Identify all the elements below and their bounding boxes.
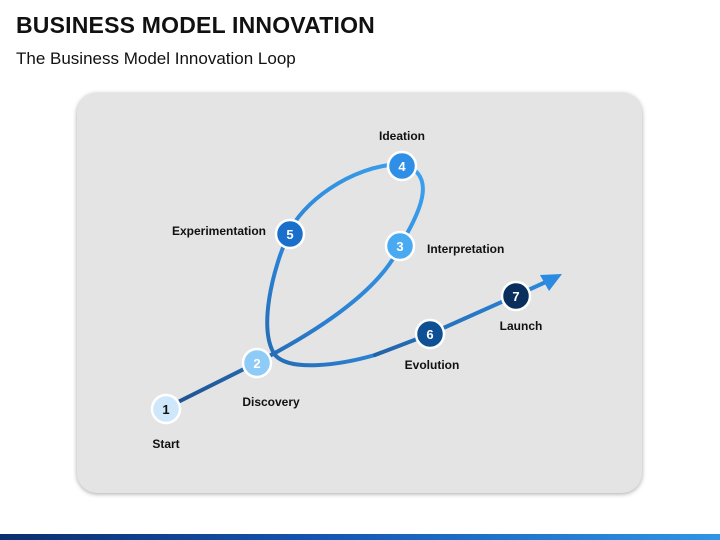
step-node-4: 4 — [386, 150, 418, 182]
loop-path-exit — [373, 279, 550, 357]
step-label-evolution: Evolution — [405, 358, 460, 372]
step-number: 3 — [396, 239, 403, 254]
diagram-panel — [77, 93, 642, 493]
step-number: 5 — [286, 227, 293, 242]
step-node-3: 3 — [384, 230, 416, 262]
step-node-2: 2 — [241, 347, 273, 379]
step-number: 4 — [398, 159, 406, 174]
step-label-interpretation: Interpretation — [427, 242, 504, 256]
footer-bar — [0, 534, 720, 540]
step-number: 7 — [512, 289, 519, 304]
step-node-1: 1 — [150, 393, 182, 425]
loop-path-entry — [164, 162, 425, 410]
step-number: 6 — [426, 327, 433, 342]
arrow-head-icon — [540, 274, 562, 291]
step-node-6: 6 — [414, 318, 446, 350]
step-node-5: 5 — [274, 218, 306, 250]
step-label-launch: Launch — [500, 319, 543, 333]
page-subtitle: The Business Model Innovation Loop — [16, 49, 296, 68]
step-label-experimentation: Experimentation — [172, 224, 266, 238]
step-label-start: Start — [152, 437, 179, 451]
step-number: 2 — [253, 356, 260, 371]
step-label-discovery: Discovery — [242, 395, 300, 409]
page-title: BUSINESS MODEL INNOVATION — [16, 12, 375, 38]
step-label-ideation: Ideation — [379, 129, 425, 143]
step-node-7: 7 — [500, 280, 532, 312]
step-number: 1 — [162, 402, 169, 417]
loop-path-return — [265, 162, 404, 368]
